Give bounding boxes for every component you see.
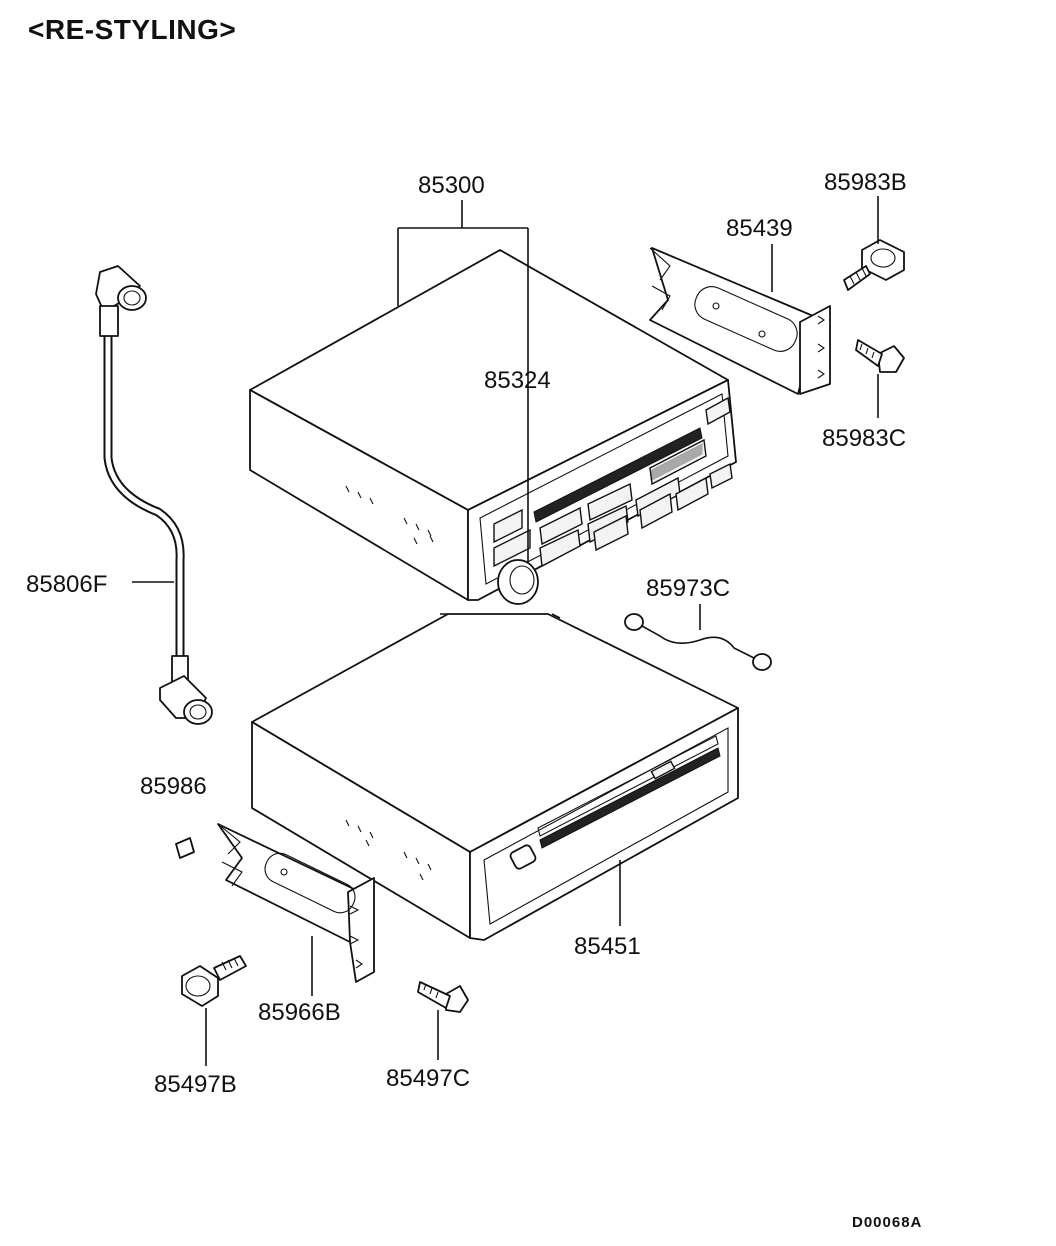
label-85451: 85451	[574, 933, 641, 960]
label-85983c: 85983C	[822, 425, 906, 452]
label-85806f: 85806F	[26, 571, 107, 598]
label-85973c: 85973C	[646, 575, 730, 602]
diagram-title: <RE-STYLING>	[28, 14, 237, 45]
part-labels: 85300 85324 85439 85983B 85983C 85806F 8…	[26, 169, 907, 1098]
label-85497b: 85497B	[154, 1071, 237, 1098]
label-85966b: 85966B	[258, 999, 341, 1026]
clip-85986	[175, 837, 195, 859]
antenna-cable-85806f	[95, 265, 213, 725]
side-holes-upper	[345, 485, 434, 545]
cd-player-unit	[251, 613, 739, 941]
screw-85497c	[417, 981, 469, 1013]
side-holes-lower	[345, 819, 432, 881]
label-85324: 85324	[484, 367, 551, 394]
label-85439: 85439	[726, 215, 793, 242]
reference-code: D00068A	[852, 1214, 923, 1231]
screw-85983c	[855, 339, 905, 373]
label-85986: 85986	[140, 773, 207, 800]
bracket-85966b	[217, 823, 375, 983]
bolt-85983b	[843, 239, 905, 291]
bolt-85497b	[181, 955, 247, 1007]
label-85497c: 85497C	[386, 1065, 470, 1092]
radio-cassette-unit	[249, 249, 737, 605]
label-85300: 85300	[418, 172, 485, 199]
bracket-85439	[649, 247, 831, 395]
label-85983b: 85983B	[824, 169, 907, 196]
ground-wire-85973c	[624, 613, 772, 671]
leader-lines	[132, 196, 879, 1066]
